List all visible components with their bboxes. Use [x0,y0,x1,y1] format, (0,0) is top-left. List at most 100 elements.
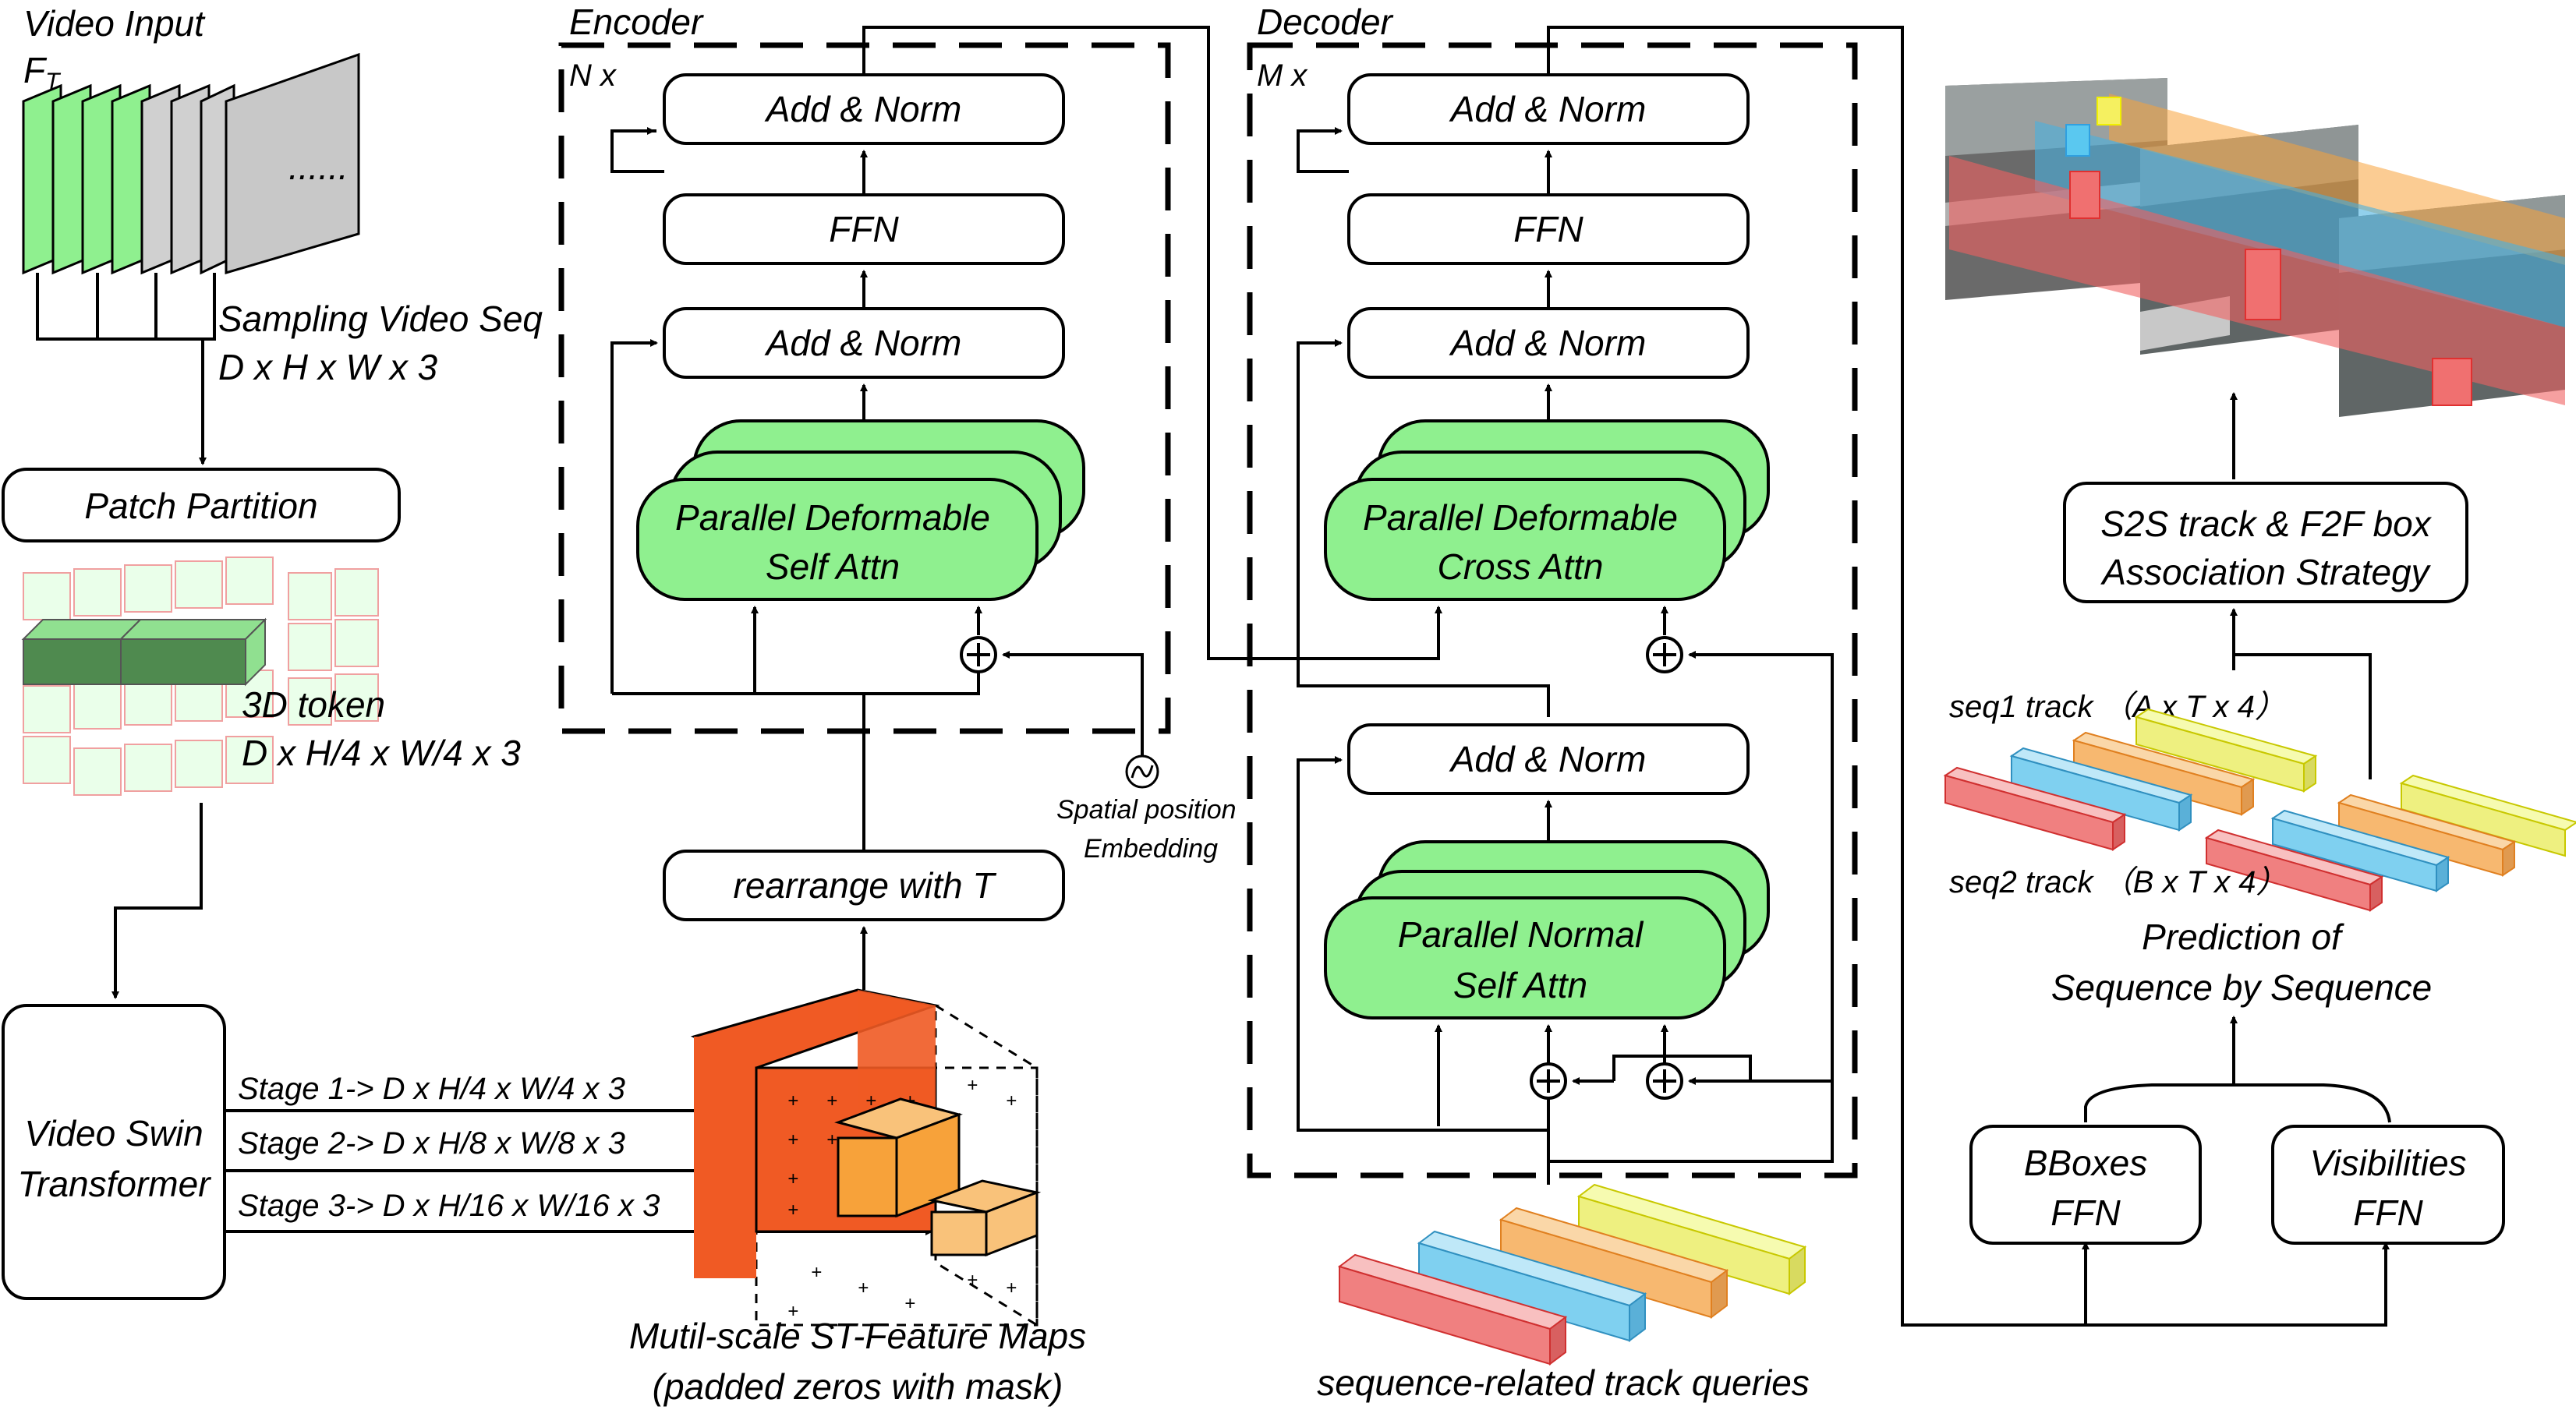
sampling-bracket [36,273,216,341]
seq1-tracks [1943,708,2318,851]
svg-text:Parallel Normal: Parallel Normal [1398,914,1644,955]
decoder-block: Decoder M x Add & Norm FFN Add & Norm Pa… [1247,2,1858,1185]
blue-track-band [2035,121,2565,327]
stage-1-label: Stage 1-> D x H/4 x W/4 x 3 [238,1072,625,1106]
svg-text:FFN: FFN [2353,1193,2423,1233]
sampling-label: Sampling Video Seq [218,299,543,339]
svg-text:Self Attn: Self Attn [1453,965,1587,1005]
svg-text:Visibilities: Visibilities [2309,1143,2466,1183]
query-yellow [1576,1183,1807,1295]
decoder-position-add-top [1646,636,1683,673]
decoder-title: Decoder [1257,2,1394,42]
svg-text:FFN: FFN [1513,209,1583,249]
decoder-position-add-low-2 [1646,1062,1683,1100]
decoder-position-add-low-1 [1530,1062,1567,1100]
seq2-tracks [2204,774,2576,912]
visibilities-ffn-box: Visibilities FFN [2271,1125,2505,1245]
track-queries-label: sequence-related track queries [1317,1362,1810,1403]
video-swin-transformer-box: Video Swin Transformer [2,1004,226,1300]
association-strategy-box: S2S track & F2F box Association Strategy [2063,482,2468,603]
encoder-add-norm-top: Add & Norm [663,73,1065,145]
encoder-title: Encoder [569,2,704,42]
3d-token-label: 3D token [242,684,385,725]
svg-text:Parallel Deformable: Parallel Deformable [1363,497,1678,538]
sampling-dims: D x H x W x 3 [218,347,438,387]
video-input-block: Video Input FT ...... Sampling Video Seq… [22,3,543,465]
bboxes-ffn-box: BBoxes FFN [1969,1125,2202,1245]
encoder-residual-bottom [612,672,980,818]
svg-text:FFN: FFN [2051,1193,2121,1233]
svg-text:Parallel Deformable: Parallel Deformable [675,497,990,538]
svg-text:S2S track & F2F box: S2S track & F2F box [2100,504,2433,544]
swin-label-line1: Video Swin [24,1113,203,1154]
svg-text:rearrange with T: rearrange with T [734,865,997,906]
more-frames-dots: ...... [288,147,349,187]
svg-text:Add & Norm: Add & Norm [1449,739,1647,779]
pos-embed-label-line1: Spatial position [1056,795,1237,825]
query-pos-path [1688,651,1834,1130]
stage-2-label: Stage 2-> D x H/8 x W/8 x 3 [238,1126,625,1161]
decoder-dashed-frame [1247,42,1858,1178]
feature-maps-label-line2: (padded zeros with mask) [653,1366,1063,1407]
video-input-label: Video Input [23,3,206,44]
encoder-residual-top [610,129,664,173]
heads-merge-curve [2084,1083,2391,1123]
seq2-label: seq2 track （B x T x 4） [1949,865,2287,899]
svg-text:Add & Norm: Add & Norm [764,323,962,363]
svg-text:Association Strategy: Association Strategy [2100,552,2431,592]
patch-partition-box: Patch Partition [2,468,401,542]
encoder-position-add [960,636,997,673]
decoder-add-norm-mid: Add & Norm [1347,307,1750,379]
svg-text:+: + [787,1200,798,1221]
svg-text:+: + [967,1075,978,1096]
prediction-label-line1: Prediction of [2142,917,2344,957]
decoder-add-norm-low: Add & Norm [1347,723,1750,795]
video-frames-stack [22,52,360,275]
encoder-add-norm-mid: Add & Norm [663,307,1065,379]
svg-text:BBoxes: BBoxes [2024,1143,2148,1183]
rearrange-box: rearrange with T [663,850,1065,921]
decoder-repeat: M x [1257,58,1308,93]
encoder-ffn: FFN [663,193,1065,265]
svg-text:+: + [787,1090,798,1111]
svg-text:Add & Norm: Add & Norm [1449,89,1647,129]
svg-text:Self Attn: Self Attn [766,546,900,587]
svg-text:+: + [967,1270,978,1291]
decoder-residual-mid [1297,339,1550,717]
svg-text:+: + [787,1301,798,1322]
sine-icon [1125,754,1159,789]
pos-embed-label-line2: Embedding [1084,834,1218,864]
track-queries: sequence-related track queries [1317,1183,1810,1403]
stage-arrows: Stage 1-> D x H/4 x W/4 x 3 Stage 2-> D … [226,1072,933,1235]
stage-3-label: Stage 3-> D x H/16 x W/16 x 3 [238,1189,660,1223]
3d-token-dims: D x H/4 x W/4 x 3 [242,733,521,773]
decoder-parallel-deformable-cross-attn: Parallel Deformable Cross Attn [1324,419,1770,601]
decoder-ffn: FFN [1347,193,1750,265]
svg-text:+: + [1006,1277,1017,1299]
swin-label-line2: Transformer [17,1164,211,1204]
svg-text:+: + [826,1090,837,1111]
query-blue [1417,1230,1647,1342]
svg-text:+: + [858,1277,869,1299]
svg-text:Cross Attn: Cross Attn [1437,546,1603,587]
svg-text:+: + [826,1129,837,1150]
encoder-repeat: N x [569,58,617,93]
orange-track-band [2109,94,2565,265]
position-embedding-arrow [1002,651,1144,756]
svg-text:+: + [787,1129,798,1150]
encoder-parallel-deformable-self-attn: Parallel Deformable Self Attn [636,419,1085,601]
tracking-result-frames [1945,78,2565,417]
svg-text:Add & Norm: Add & Norm [764,89,962,129]
patch-partition-label: Patch Partition [84,486,317,526]
arrow-to-swin [111,803,203,999]
encoder-block: Encoder N x Add & Norm FFN Add & Norm Pa… [558,2,1237,990]
svg-text:Add & Norm: Add & Norm [1449,323,1647,363]
query-red [1337,1253,1568,1366]
prediction-label-line2: Sequence by Sequence [2051,967,2433,1008]
svg-text:+: + [811,1262,822,1283]
3d-token-grid: 3D token D x H/4 x W/4 x 3 [21,557,521,999]
decoder-residual-top [1297,127,1349,173]
decoder-to-heads-path [1547,26,2387,1327]
seq1-label: seq1 track （A x T x 4） [1949,690,2286,724]
